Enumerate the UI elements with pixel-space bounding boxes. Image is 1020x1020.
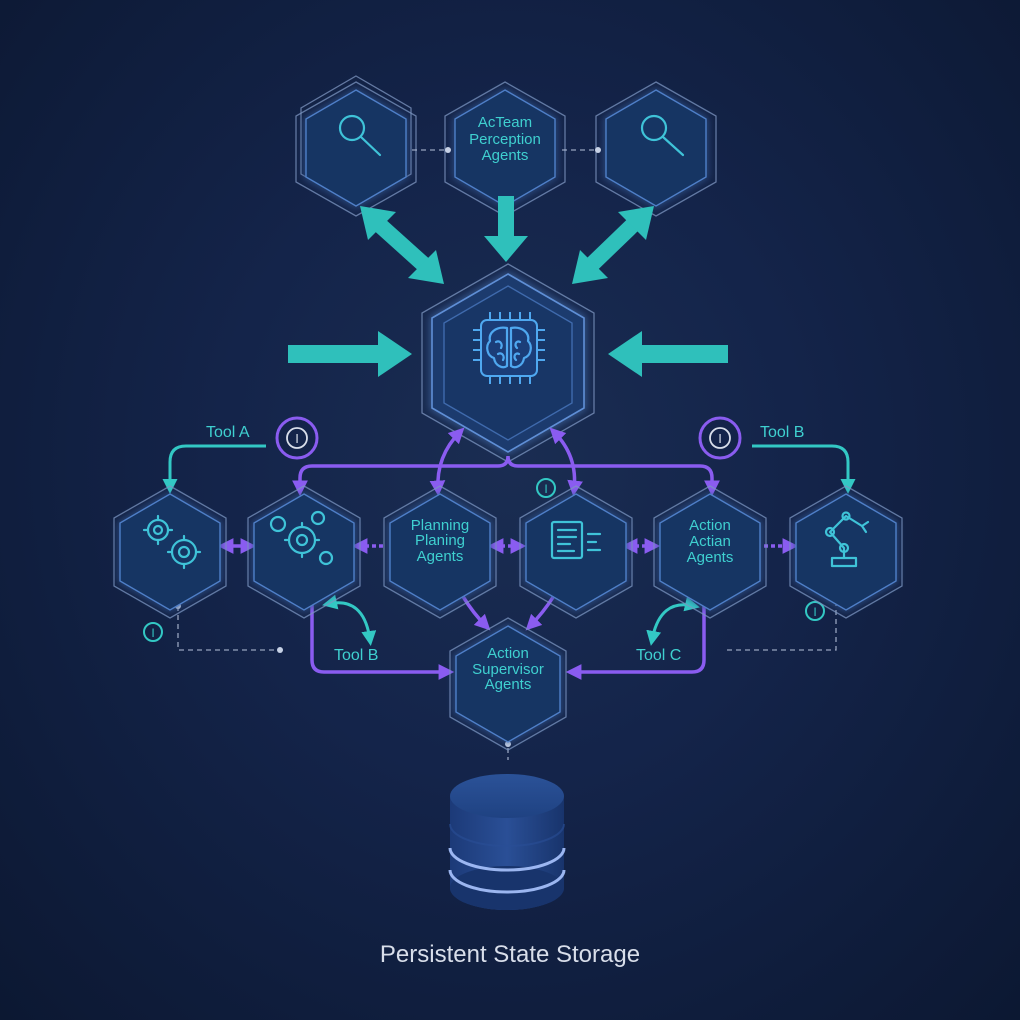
action-label-line1: Action — [689, 517, 731, 534]
magnifier-icon — [640, 114, 685, 157]
database-icon[interactable] — [448, 774, 566, 910]
info-icon[interactable]: I — [536, 478, 556, 498]
agent-row: Planning Planing Agents Action Actian Ag… — [113, 485, 903, 619]
supervisor-agents[interactable]: Action Supervisor Agents — [449, 617, 567, 751]
gears-icon — [269, 510, 334, 566]
perception-agent-left[interactable] — [295, 75, 417, 217]
arrow-left-right-side — [608, 331, 728, 377]
svg-text:I: I — [718, 431, 722, 446]
perception-label-line1: AcTeam — [478, 114, 532, 131]
perception-agent-right[interactable] — [595, 81, 717, 217]
document-agent[interactable] — [519, 485, 633, 619]
svg-text:I: I — [295, 431, 299, 446]
double-arrow-left — [360, 206, 444, 284]
teal-arrows — [288, 196, 728, 377]
tool-b-bottom-label: Tool B — [334, 647, 378, 664]
storage-label: Persistent State Storage — [380, 941, 640, 968]
perception-label-line3: Agents — [482, 147, 529, 164]
info-icon[interactable]: I — [698, 416, 742, 460]
magnifier-icon — [338, 114, 382, 157]
central-orchestrator[interactable] — [421, 263, 595, 463]
planning-agents[interactable]: Planning Planing Agents — [383, 485, 497, 619]
perception-agent-center[interactable]: AcTeam Perception Agents — [444, 81, 566, 217]
tool-c-label: Tool C — [636, 647, 681, 664]
planning-label-line1: Planning — [411, 517, 469, 534]
svg-text:I: I — [151, 626, 154, 640]
action-agents[interactable]: Action Actian Agents — [653, 485, 767, 619]
document-icon — [550, 520, 602, 560]
planning-label-line2: Planing — [415, 532, 465, 549]
connector-dot — [595, 147, 601, 153]
action-label-line3: Agents — [687, 549, 734, 566]
svg-text:I: I — [544, 482, 547, 496]
robot-arm-agent[interactable] — [789, 485, 903, 619]
robot-arm-icon — [824, 511, 870, 568]
arrow-right-left-side — [288, 331, 412, 377]
tool-a-label: Tool A — [206, 424, 250, 441]
connector-dot — [445, 147, 451, 153]
supervisor-label-line1: Action — [487, 645, 529, 662]
arrow-down-center — [484, 196, 528, 262]
perception-label-line2: Perception — [469, 131, 541, 148]
supervisor-label-line3: Agents — [485, 676, 532, 693]
action-label-line2: Actian — [689, 533, 731, 550]
info-icon[interactable]: I — [275, 416, 319, 460]
planning-label-line3: Agents — [417, 548, 464, 565]
double-arrow-right — [572, 206, 654, 284]
tool-b-top-label: Tool B — [760, 424, 804, 441]
gears-icon — [142, 514, 202, 570]
tool-agent-gears-left[interactable] — [113, 485, 227, 619]
supervisor-label-line2: Supervisor — [472, 661, 544, 678]
info-icon[interactable]: I — [805, 601, 825, 621]
perception-row: AcTeam Perception Agents — [295, 75, 717, 217]
svg-text:I: I — [813, 605, 816, 619]
tool-agent-gears[interactable] — [247, 485, 361, 619]
brain-chip-icon — [473, 312, 545, 384]
info-icon[interactable]: I — [143, 622, 163, 642]
